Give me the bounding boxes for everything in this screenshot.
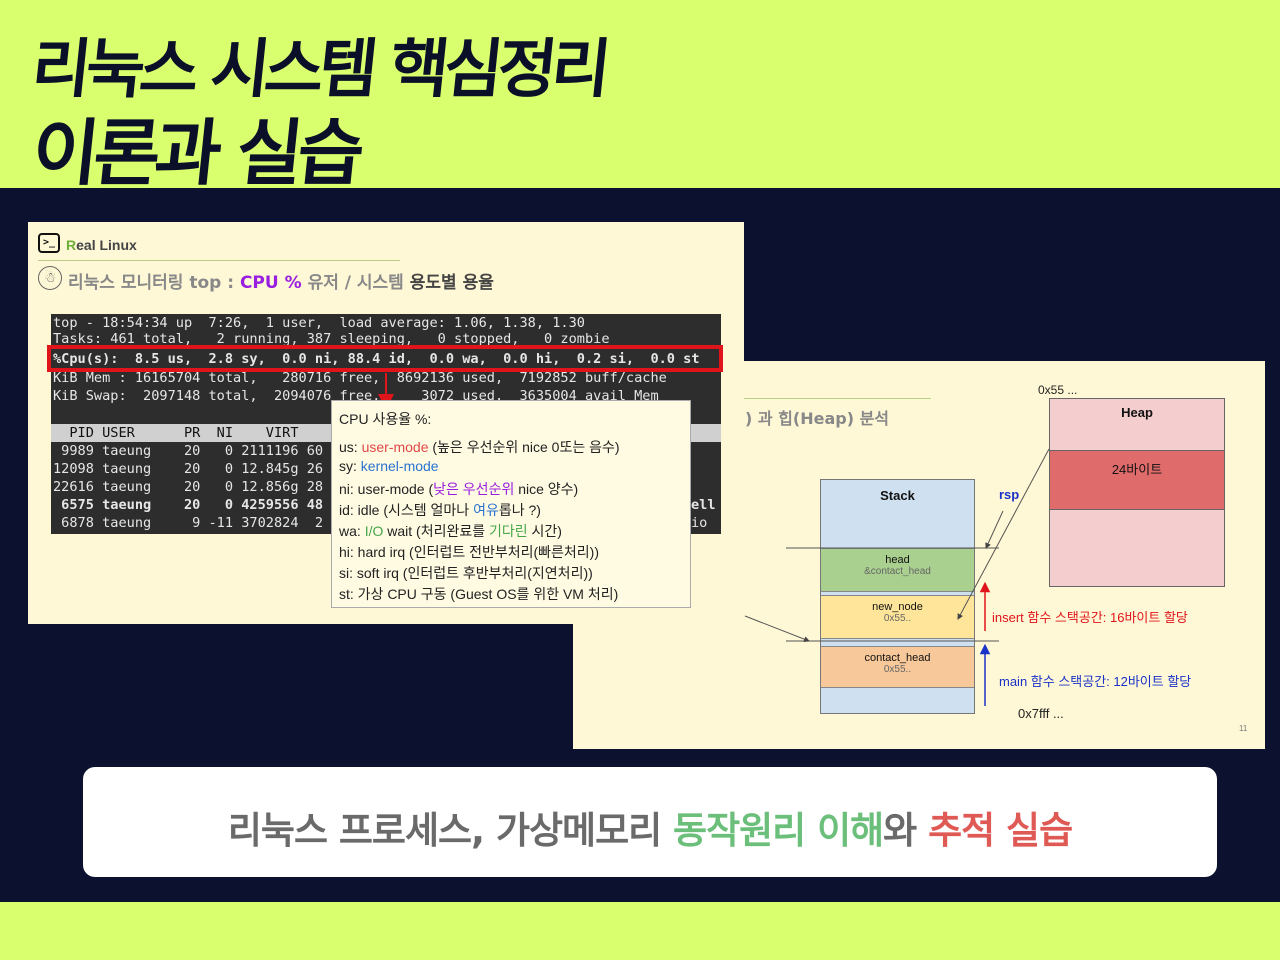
heap-pointer: [957, 448, 1050, 620]
heap-region: Heap 24바이트: [1049, 398, 1225, 587]
stack-cell-contact-head: contact_head 0x55..: [821, 646, 974, 688]
caption-highlight-red: 추적 실습: [928, 809, 1073, 852]
cell-name: new_node: [872, 601, 923, 613]
legend-row-st: st: 가상 CPU 구동 (Guest OS를 위한 VM 처리): [339, 586, 619, 602]
process-row: 9989 taeung 20 0 2111196 60: [53, 443, 324, 459]
page-number-right: 11: [1239, 724, 1248, 733]
row-prefix: sy:: [339, 458, 361, 474]
slide-divider: [38, 260, 400, 261]
terminal-icon: >_: [38, 233, 60, 253]
brand-rest: eal Linux: [76, 237, 137, 253]
terminal-fragment: ell: [691, 497, 716, 513]
cpu-line-highlight: [47, 345, 723, 372]
legend-row-hi: hi: hard irq (인터럽트 전반부처리(빠른처리)): [339, 544, 600, 560]
heading-cpu: CPU %: [239, 273, 302, 293]
penguin-icon: ☃: [38, 266, 62, 290]
stack-pointer: [744, 615, 810, 642]
terminal-line: top - 18:54:34 up 7:26, 1 user, load ave…: [53, 315, 585, 331]
legend-row-ni: ni: user-mode (낮은 우선순위 nice 양수): [339, 479, 578, 499]
row-prefix: ni: user-mode (: [339, 481, 434, 497]
row-rest: nice 양수): [514, 481, 579, 497]
hero-banner: 리눅스 시스템 핵심정리 이론과 실습: [0, 0, 1280, 195]
legend-row-id: id: idle (시스템 얼마나 여유롭나 ?): [339, 500, 541, 520]
process-row: 6575 taeung 20 0 4259556 48: [53, 497, 324, 513]
slide-divider: [741, 398, 931, 399]
cell-value: 0x55..: [883, 613, 912, 624]
heap-block-label: 24바이트: [1111, 462, 1163, 477]
cell-value: &contact_head: [864, 566, 931, 577]
caption-part3: 와: [883, 809, 929, 852]
heading-mid: 유저 / 시스템: [307, 273, 404, 293]
row-rest: (높은 우선순위 nice 0또는 음수): [428, 439, 620, 455]
row-mid: wait (처리완료를: [383, 523, 489, 539]
legend-row-wa: wa: I/O wait (처리완료를 기다린 시간): [339, 521, 562, 541]
caption-text: 리눅스 프로세스, 가상메모리 동작원리 이해와 추적 실습: [83, 800, 1217, 854]
hero-title-line2: 이론과 실습: [28, 111, 364, 195]
legend-row-us: us: user-mode (높은 우선순위 nice 0또는 음수): [339, 437, 620, 457]
heap-block: 24바이트: [1050, 450, 1224, 510]
pointer-arrows: [744, 448, 1050, 706]
row-key: I/O: [364, 523, 384, 539]
highlight-arrow: [378, 373, 394, 410]
stack-cell-new-node: new_node 0x55..: [821, 595, 974, 639]
slide-heading: 리눅스 모니터링 top : CPU % 유저 / 시스템 용도별 용율: [68, 268, 494, 293]
address-top: 0x55 ...: [1038, 383, 1078, 397]
process-row: 12098 taeung 20 0 12.845g 26: [53, 461, 324, 477]
row-key: 여유: [473, 502, 499, 518]
terminal-line: Tasks: 461 total, 2 running, 387 sleepin…: [53, 331, 610, 347]
bottom-strip: [0, 902, 1280, 960]
cell-name: head: [885, 554, 910, 566]
heading-suffix: 용도별 용율: [409, 273, 494, 293]
brand-initial: R: [66, 237, 77, 253]
row-rest: 롭나 ?): [498, 502, 541, 518]
row-key: 낮은 우선순위: [433, 481, 515, 497]
row-key: user-mode: [361, 439, 429, 455]
rsp-pointer: [985, 510, 1004, 549]
process-row: 22616 taeung 20 0 12.856g 28: [53, 479, 324, 495]
main-note: main 함수 스택공간: 12바이트 할당: [999, 674, 1192, 689]
top-monitoring-slide: >_ Real Linux ☃ 리눅스 모니터링 top : CPU % 유저 …: [28, 222, 744, 624]
process-row: 6878 taeung 9 -11 3702824 2: [53, 515, 324, 531]
row-key: kernel-mode: [360, 458, 439, 474]
caption-part1: 리눅스 프로세스, 가상메모리: [227, 809, 674, 852]
legend-row-si: si: soft irq (인터럽트 후반부처리(지연처리)): [339, 565, 593, 581]
row-prefix: wa:: [339, 523, 365, 539]
legend-row-sy: sy: kernel-mode: [339, 458, 439, 474]
row-prefix: us:: [339, 439, 362, 455]
stack-region: Stack head &contact_head new_node 0x55..…: [820, 479, 975, 714]
slide-heading: ) 과 힙(Heap) 분석: [745, 409, 890, 428]
popup-title: CPU 사용율 %:: [339, 411, 432, 427]
caption-box: 리눅스 프로세스, 가상메모리 동작원리 이해와 추적 실습: [83, 767, 1217, 877]
stack-title: Stack: [880, 488, 915, 503]
row-key2: 기다린: [489, 523, 528, 539]
cpu-line: %Cpu(s): 8.5 us, 2.8 sy, 0.0 ni, 88.4 id…: [53, 351, 700, 367]
caption-highlight-green: 동작원리 이해: [673, 809, 884, 852]
insert-note: insert 함수 스택공간: 16바이트 할당: [992, 610, 1188, 625]
terminal-line: KiB Mem : 16165704 total, 280716 free, 8…: [53, 370, 667, 386]
row-rest: 시간): [527, 523, 562, 539]
heading-prefix: 리눅스 모니터링 top :: [68, 273, 235, 293]
rsp-label: rsp: [999, 487, 1020, 502]
terminal-fragment: io: [691, 515, 708, 531]
row-prefix: id: idle (시스템 얼마나: [339, 502, 474, 518]
heap-title: Heap: [1121, 405, 1153, 420]
cpu-legend-popup: CPU 사용율 %: us: user-mode (높은 우선순위 nice 0…: [331, 400, 691, 608]
brand-label: Real Linux: [66, 237, 137, 253]
cell-value: 0x55..: [883, 664, 912, 675]
cell-name: contact_head: [864, 652, 931, 664]
address-bottom: 0x7fff ...: [1018, 706, 1064, 721]
